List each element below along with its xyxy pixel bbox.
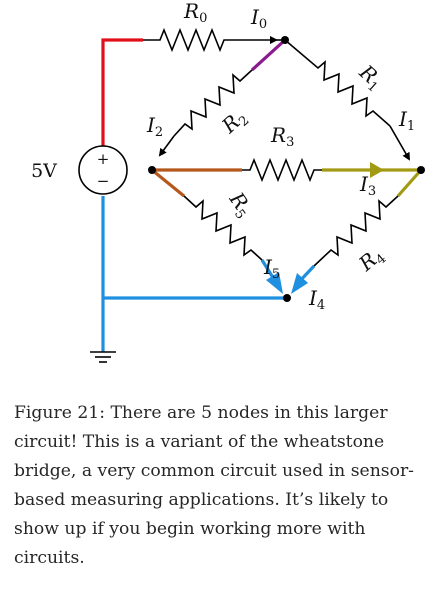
label-i5: I5	[263, 255, 280, 282]
current-arrow-i1	[389, 125, 410, 161]
resistor-r4	[313, 195, 399, 267]
label-r5: R5	[222, 187, 258, 222]
resistor-r0	[143, 27, 238, 53]
wire-olive	[322, 168, 423, 198]
source-minus-sign: −	[97, 172, 110, 190]
node-right	[417, 166, 425, 174]
wire-red	[101, 38, 143, 150]
label-r2: R2	[216, 104, 252, 140]
label-r4: R4	[353, 242, 389, 278]
label-r1: R1	[352, 59, 388, 95]
label-i4: I4	[308, 286, 325, 313]
resistor-r3	[242, 157, 322, 183]
figure-caption: Figure 21: There are 5 nodes in this lar…	[14, 403, 414, 568]
current-arrow-i2	[158, 135, 175, 157]
wire-brown	[150, 168, 242, 198]
wheatstone-bridge-diagram: + − 5V R0 R3 R1 R2 R5 R4 I0 I1 I2 I3 I4	[31, 0, 425, 363]
current-arrow-i5	[266, 272, 283, 294]
label-i1: I1	[398, 107, 415, 134]
current-arrow-i3	[370, 162, 384, 178]
resistor-r2	[173, 69, 253, 137]
source-plus-sign: +	[97, 150, 110, 168]
current-arrow-i4	[291, 273, 308, 294]
label-i3: I3	[359, 172, 376, 199]
voltage-source	[78, 145, 128, 195]
resistor-r5	[183, 195, 263, 261]
label-i0: I0	[250, 5, 267, 32]
label-r0: R0	[183, 0, 207, 26]
node-left	[148, 166, 156, 174]
wire-purple	[250, 38, 287, 72]
ground-symbol	[90, 351, 116, 363]
source-voltage-label: 5V	[31, 160, 57, 182]
wire-blue	[101, 196, 316, 352]
label-i2: I2	[146, 113, 163, 140]
node-bottom	[283, 294, 291, 302]
node-top	[281, 36, 289, 44]
resistor-r1	[284, 39, 391, 127]
label-r3: R3	[270, 123, 294, 150]
